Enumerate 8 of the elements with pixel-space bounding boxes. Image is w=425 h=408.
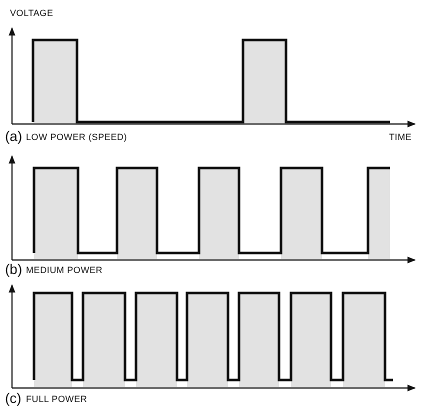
axis-label: VOLTAGE — [10, 9, 54, 18]
axis-label: FULL POWER — [26, 395, 88, 404]
axis-label: TIME — [389, 133, 412, 142]
panel-letter: (a) — [5, 129, 22, 143]
panel-letter: (c) — [5, 391, 22, 405]
axis-label: MEDIUM POWER — [26, 266, 103, 275]
axis-label: LOW POWER (SPEED) — [26, 133, 128, 142]
panel-letter: (b) — [5, 262, 22, 276]
